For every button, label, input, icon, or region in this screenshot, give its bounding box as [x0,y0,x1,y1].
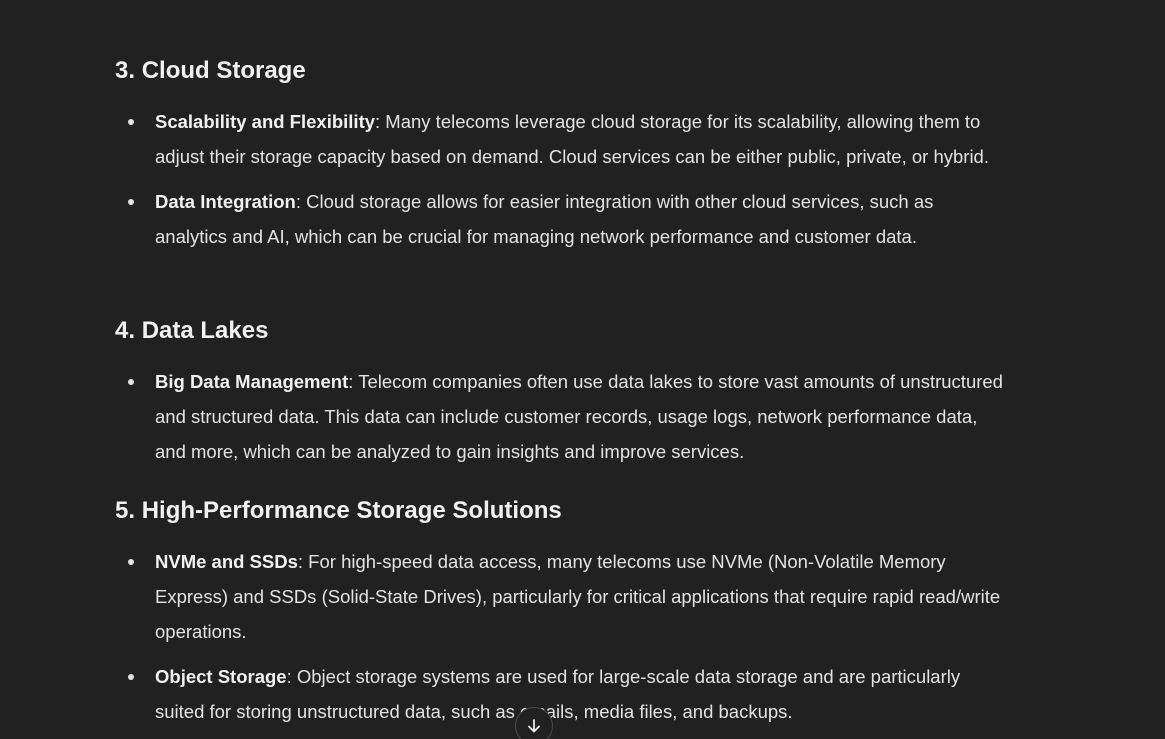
bullet-list: Scalability and Flexibility: Many teleco… [115,104,1005,254]
section-heading: 5. High-Performance Storage Solutions [115,497,562,524]
bullet-term: Data Integration [155,191,296,212]
bullet-text: : Many telecoms leverage cloud storage f… [155,111,989,167]
bullet-text: : Telecom companies often use data lakes… [155,371,1003,462]
section-cloud-storage: 3. Cloud Storage Scalability and Flexibi… [115,56,1005,254]
section-heading: 4. Data Lakes [115,317,269,344]
list-item: Scalability and Flexibility: Many teleco… [115,104,1005,174]
bullet-list: Big Data Management: Telecom companies o… [115,364,1005,469]
section-high-performance-storage: 5. High-Performance Storage Solutions NV… [115,496,1005,729]
list-item: NVMe and SSDs: For high-speed data acces… [115,544,1005,649]
section-data-lakes: 4. Data Lakes Big Data Management: Telec… [115,316,1005,469]
bullet-term: Big Data Management [155,371,349,392]
bullet-text: : For high-speed data access, many telec… [155,551,1001,642]
bullet-text: : Cloud storage allows for easier integr… [155,191,934,247]
bullet-text: : Object storage systems are used for la… [155,666,961,722]
arrow-down-icon [528,719,540,733]
bullet-term: NVMe and SSDs [155,551,298,572]
bullet-term: Object Storage [155,666,287,687]
scroll-to-bottom-button[interactable] [515,707,553,739]
bullet-term: Scalability and Flexibility [155,111,376,132]
list-item: Data Integration: Cloud storage allows f… [115,184,1005,254]
list-item: Big Data Management: Telecom companies o… [115,364,1005,469]
section-heading: 3. Cloud Storage [115,57,306,84]
list-item: Object Storage: Object storage systems a… [115,659,1005,729]
bullet-list: NVMe and SSDs: For high-speed data acces… [115,544,1005,729]
